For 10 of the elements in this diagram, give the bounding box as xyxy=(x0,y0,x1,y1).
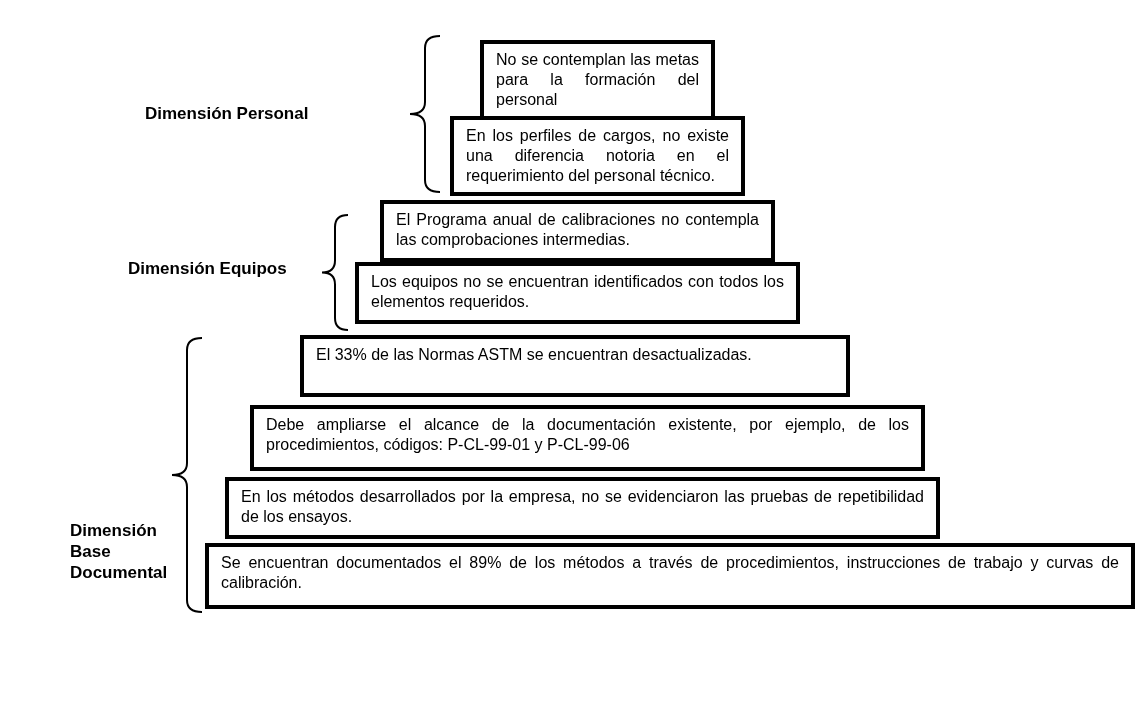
statement-box: Los equipos no se encuentran identificados con todos los elementos requeridos. xyxy=(355,262,800,324)
statement-box: Debe ampliarse el alcance de la documentación existente, por ejemplo, de los procedimientos, códigos: P-CL-99-01 y P-CL-99-06 xyxy=(250,405,925,471)
statement-box: Se encuentran documentados el 89% de los métodos a través de procedimientos, instrucciones de trabajo y curvas de calibración. xyxy=(205,543,1135,609)
statement-box: El Programa anual de calibraciones no contempla las comprobaciones intermedias. xyxy=(380,200,775,262)
dimension-label: Dimensión Personal xyxy=(145,103,309,124)
dimension-label: Dimensión Base Documental xyxy=(70,520,165,583)
dimension-label: Dimensión Equipos xyxy=(128,258,287,279)
statement-box: En los métodos desarrollados por la empresa, no se evidenciaron las pruebas de repetibilidad de los ensayos. xyxy=(225,477,940,539)
statement-box: El 33% de las Normas ASTM se encuentran desactualizadas. xyxy=(300,335,850,397)
statement-box: En los perfiles de cargos, no existe una diferencia notoria en el requerimiento del personal técnico. xyxy=(450,116,745,196)
